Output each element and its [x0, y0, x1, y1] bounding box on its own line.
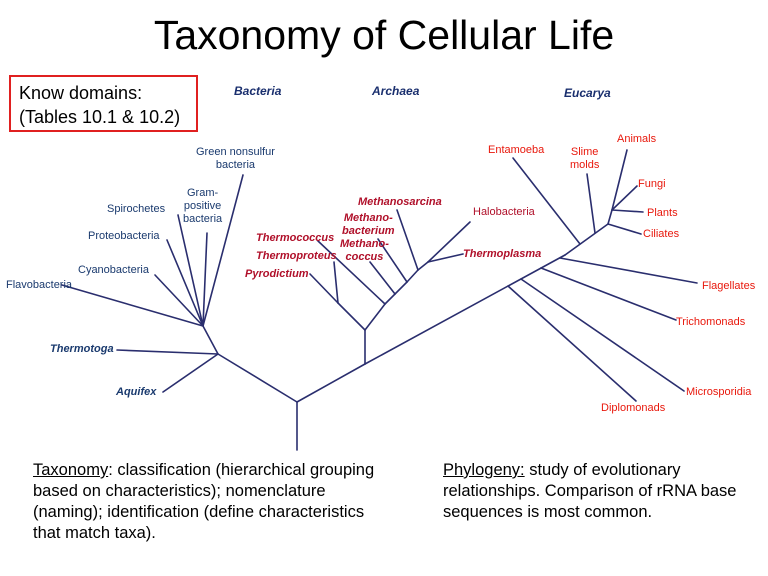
tree-branch [427, 221, 471, 263]
tree-branch [337, 302, 366, 331]
label-halobacteria: Halobacteria [473, 206, 535, 218]
note-line-2: (Tables 10.1 & 10.2) [19, 107, 181, 127]
domain-bacteria: Bacteria [234, 84, 282, 98]
label-methanosarcina: Methanosarcina [358, 196, 442, 208]
tree-branch [607, 209, 613, 225]
tree-branch [217, 353, 298, 403]
tree-branch [564, 223, 609, 256]
label-entamoeba: Entamoeba [488, 144, 545, 156]
tree-branch [177, 214, 204, 327]
tree-branch [427, 253, 464, 263]
tree-branch [296, 363, 366, 403]
tree-branch [540, 267, 677, 321]
tree-branch [396, 209, 419, 271]
tree-branch [369, 261, 396, 295]
tree-branch [417, 261, 429, 271]
label-animals: Animals [617, 133, 657, 145]
label-methanococcus: Methano-coccus [340, 238, 389, 263]
tree-branch [586, 173, 596, 234]
tree-branch [317, 240, 386, 305]
tree-branch [611, 149, 628, 211]
tree-branch [607, 223, 642, 235]
tree-branch [394, 281, 408, 295]
label-flavobacteria: Flavobacteria [6, 279, 73, 291]
tree-branch [520, 278, 685, 392]
taxonomy-term: Taxonomy [33, 461, 109, 479]
tree-branch [116, 349, 219, 355]
tree-branch [162, 353, 219, 393]
tree-branch [202, 232, 208, 327]
tree-branch [512, 157, 581, 245]
tree-branch [611, 209, 644, 213]
tree-branch [309, 273, 339, 304]
label-ciliates: Ciliates [643, 228, 680, 240]
tree-branch [154, 274, 204, 327]
tree-branch [202, 325, 219, 355]
tree-branch [377, 238, 408, 283]
tree-branch [406, 269, 419, 283]
label-methanobacterium: Methano-bacterium [342, 212, 395, 237]
tree-branch [507, 285, 637, 402]
label-proteobacteria: Proteobacteria [88, 230, 160, 242]
label-aquifex: Aquifex [116, 386, 157, 398]
tree-branch [333, 261, 339, 304]
label-pyrodictium: Pyrodictium [245, 268, 309, 280]
taxonomy-definition: Taxonomy: classification (hierarchical g… [33, 460, 383, 544]
tree-branch [364, 254, 566, 365]
label-cyanobacteria: Cyanobacteria [78, 264, 149, 276]
domain-archaea: Archaea [372, 84, 420, 98]
tree-branch [61, 284, 204, 327]
tree-branch [364, 303, 386, 331]
label-flagellates: Flagellates [702, 280, 756, 292]
tree-branch [166, 239, 204, 327]
label-spirochetes: Spirochetes [107, 203, 166, 215]
phylogeny-definition: Phylogeny: study of evolutionary relatio… [443, 460, 743, 523]
tree-branch [611, 185, 638, 211]
domain-eucarya: Eucarya [564, 86, 611, 100]
label-thermoplasma: Thermoplasma [463, 248, 542, 260]
label-diplomonads: Diplomonads [601, 402, 666, 414]
domains-note-box: Know domains: (Tables 10.1 & 10.2) [9, 75, 198, 132]
tree-branch [384, 293, 396, 305]
phylogeny-term: Phylogeny: [443, 461, 525, 479]
note-line-1: Know domains: [19, 83, 143, 103]
phylogeny-text: study of evolutionary relationships. Com… [443, 461, 737, 521]
label-fungi: Fungi [638, 178, 666, 190]
label-thermococcus: Thermococcus [256, 232, 335, 244]
label-microsporidia: Microsporidia [686, 386, 752, 398]
label-plants: Plants [647, 207, 678, 219]
label-thermotoga: Thermotoga [50, 343, 114, 355]
label-trichomonads: Trichomonads [676, 316, 746, 328]
taxonomy-text: : classification (hierarchical grouping … [33, 461, 375, 542]
tree-branch [202, 174, 244, 327]
label-thermoproteus: Thermoproteus [256, 250, 337, 262]
page-title: Taxonomy of Cellular Life [153, 12, 615, 58]
tree-branch [559, 257, 698, 284]
